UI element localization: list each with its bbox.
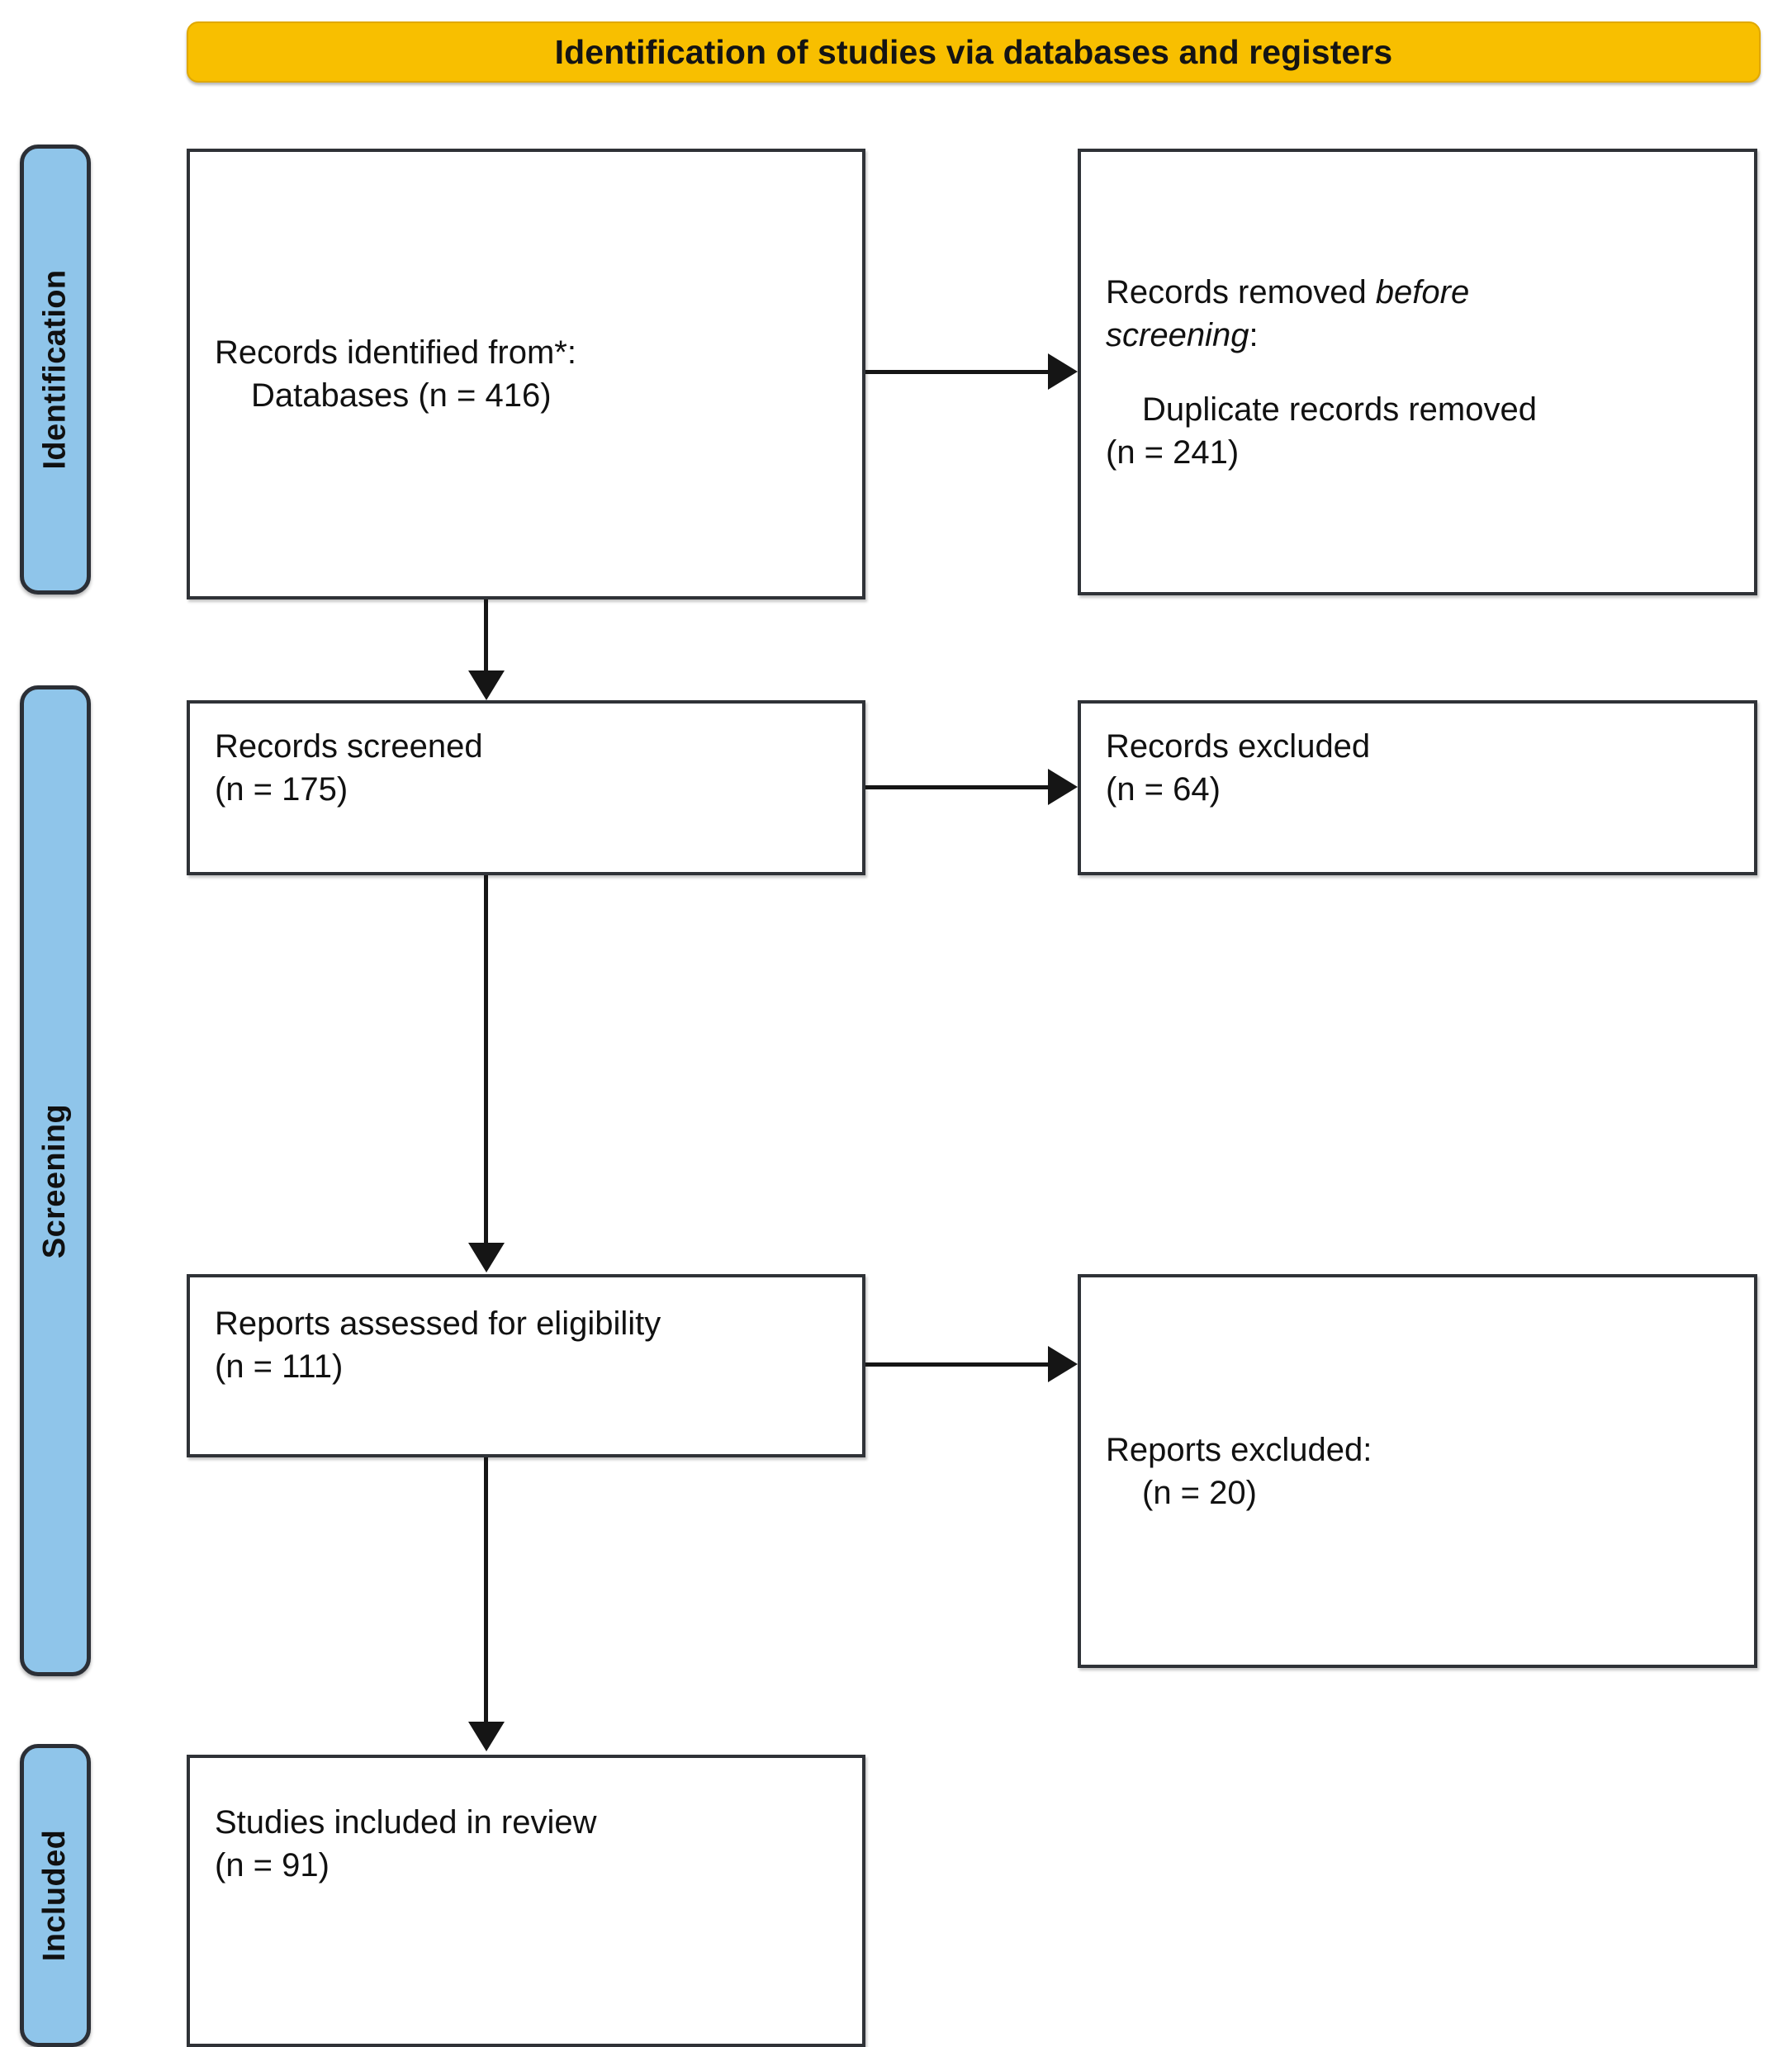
records-removed-italic-before: before	[1375, 273, 1470, 310]
records-removed-colon: :	[1249, 316, 1259, 353]
records-removed-line2: screening:	[1106, 314, 1729, 357]
box-records-excluded: Records excluded (n = 64)	[1078, 700, 1757, 875]
studies-included-count: (n = 91)	[215, 1847, 329, 1884]
arrowhead-assessed-to-included	[468, 1722, 505, 1751]
diagram-banner: Identification of studies via databases …	[187, 21, 1761, 83]
records-identified-line2: Databases (n = 416)	[251, 377, 552, 414]
records-removed-spacer	[1106, 357, 1729, 388]
box-records-identified: Records identified from*: Databases (n =…	[187, 149, 865, 599]
records-removed-prefix: Records removed	[1106, 273, 1376, 310]
connector-screened-to-assessed	[484, 875, 488, 1244]
box-reports-assessed: Reports assessed for eligibility (n = 11…	[187, 1274, 865, 1457]
phase-tab-included: Included	[20, 1744, 91, 2047]
records-identified-line1: Records identified from*:	[215, 334, 576, 371]
duplicate-records-removed-count: (n = 241)	[1106, 434, 1240, 471]
phase-label-included: Included	[37, 1829, 73, 1962]
duplicate-records-removed-label: Duplicate records removed	[1142, 391, 1537, 428]
reports-excluded-count: (n = 20)	[1142, 1474, 1257, 1511]
reports-assessed-count: (n = 111)	[215, 1348, 344, 1385]
records-screened-label: Records screened	[215, 728, 483, 765]
arrowhead-identified-to-screened	[468, 670, 505, 700]
arrowhead-assessed-to-reports-excluded	[1048, 1346, 1078, 1382]
reports-assessed-label: Reports assessed for eligibility	[215, 1305, 661, 1342]
connector-identified-to-removed	[865, 370, 1048, 374]
box-studies-included: Studies included in review (n = 91)	[187, 1755, 865, 2047]
connector-assessed-to-included	[484, 1457, 488, 1723]
phase-tab-screening: Screening	[20, 685, 91, 1676]
box-reports-excluded: Reports excluded: (n = 20)	[1078, 1274, 1757, 1668]
banner-title: Identification of studies via databases …	[554, 32, 1393, 71]
connector-screened-to-records-excluded	[865, 785, 1048, 789]
records-removed-line1: Records removed before	[1106, 271, 1729, 314]
records-screened-count: (n = 175)	[215, 771, 348, 808]
records-excluded-count: (n = 64)	[1106, 771, 1221, 808]
phase-tab-identification: Identification	[20, 145, 91, 595]
arrowhead-identified-to-removed	[1048, 353, 1078, 390]
reports-excluded-label: Reports excluded:	[1106, 1431, 1372, 1468]
phase-label-screening: Screening	[37, 1103, 73, 1258]
phase-label-identification: Identification	[37, 269, 73, 470]
studies-included-label: Studies included in review	[215, 1804, 597, 1841]
connector-identified-to-screened	[484, 599, 488, 672]
connector-assessed-to-reports-excluded	[865, 1362, 1048, 1367]
box-records-removed-before-screening: Records removed before screening: Duplic…	[1078, 149, 1757, 595]
records-removed-italic-screening: screening	[1106, 316, 1249, 353]
arrowhead-screened-to-records-excluded	[1048, 769, 1078, 805]
box-records-screened: Records screened (n = 175)	[187, 700, 865, 875]
arrowhead-screened-to-assessed	[468, 1243, 505, 1272]
records-excluded-label: Records excluded	[1106, 728, 1371, 765]
